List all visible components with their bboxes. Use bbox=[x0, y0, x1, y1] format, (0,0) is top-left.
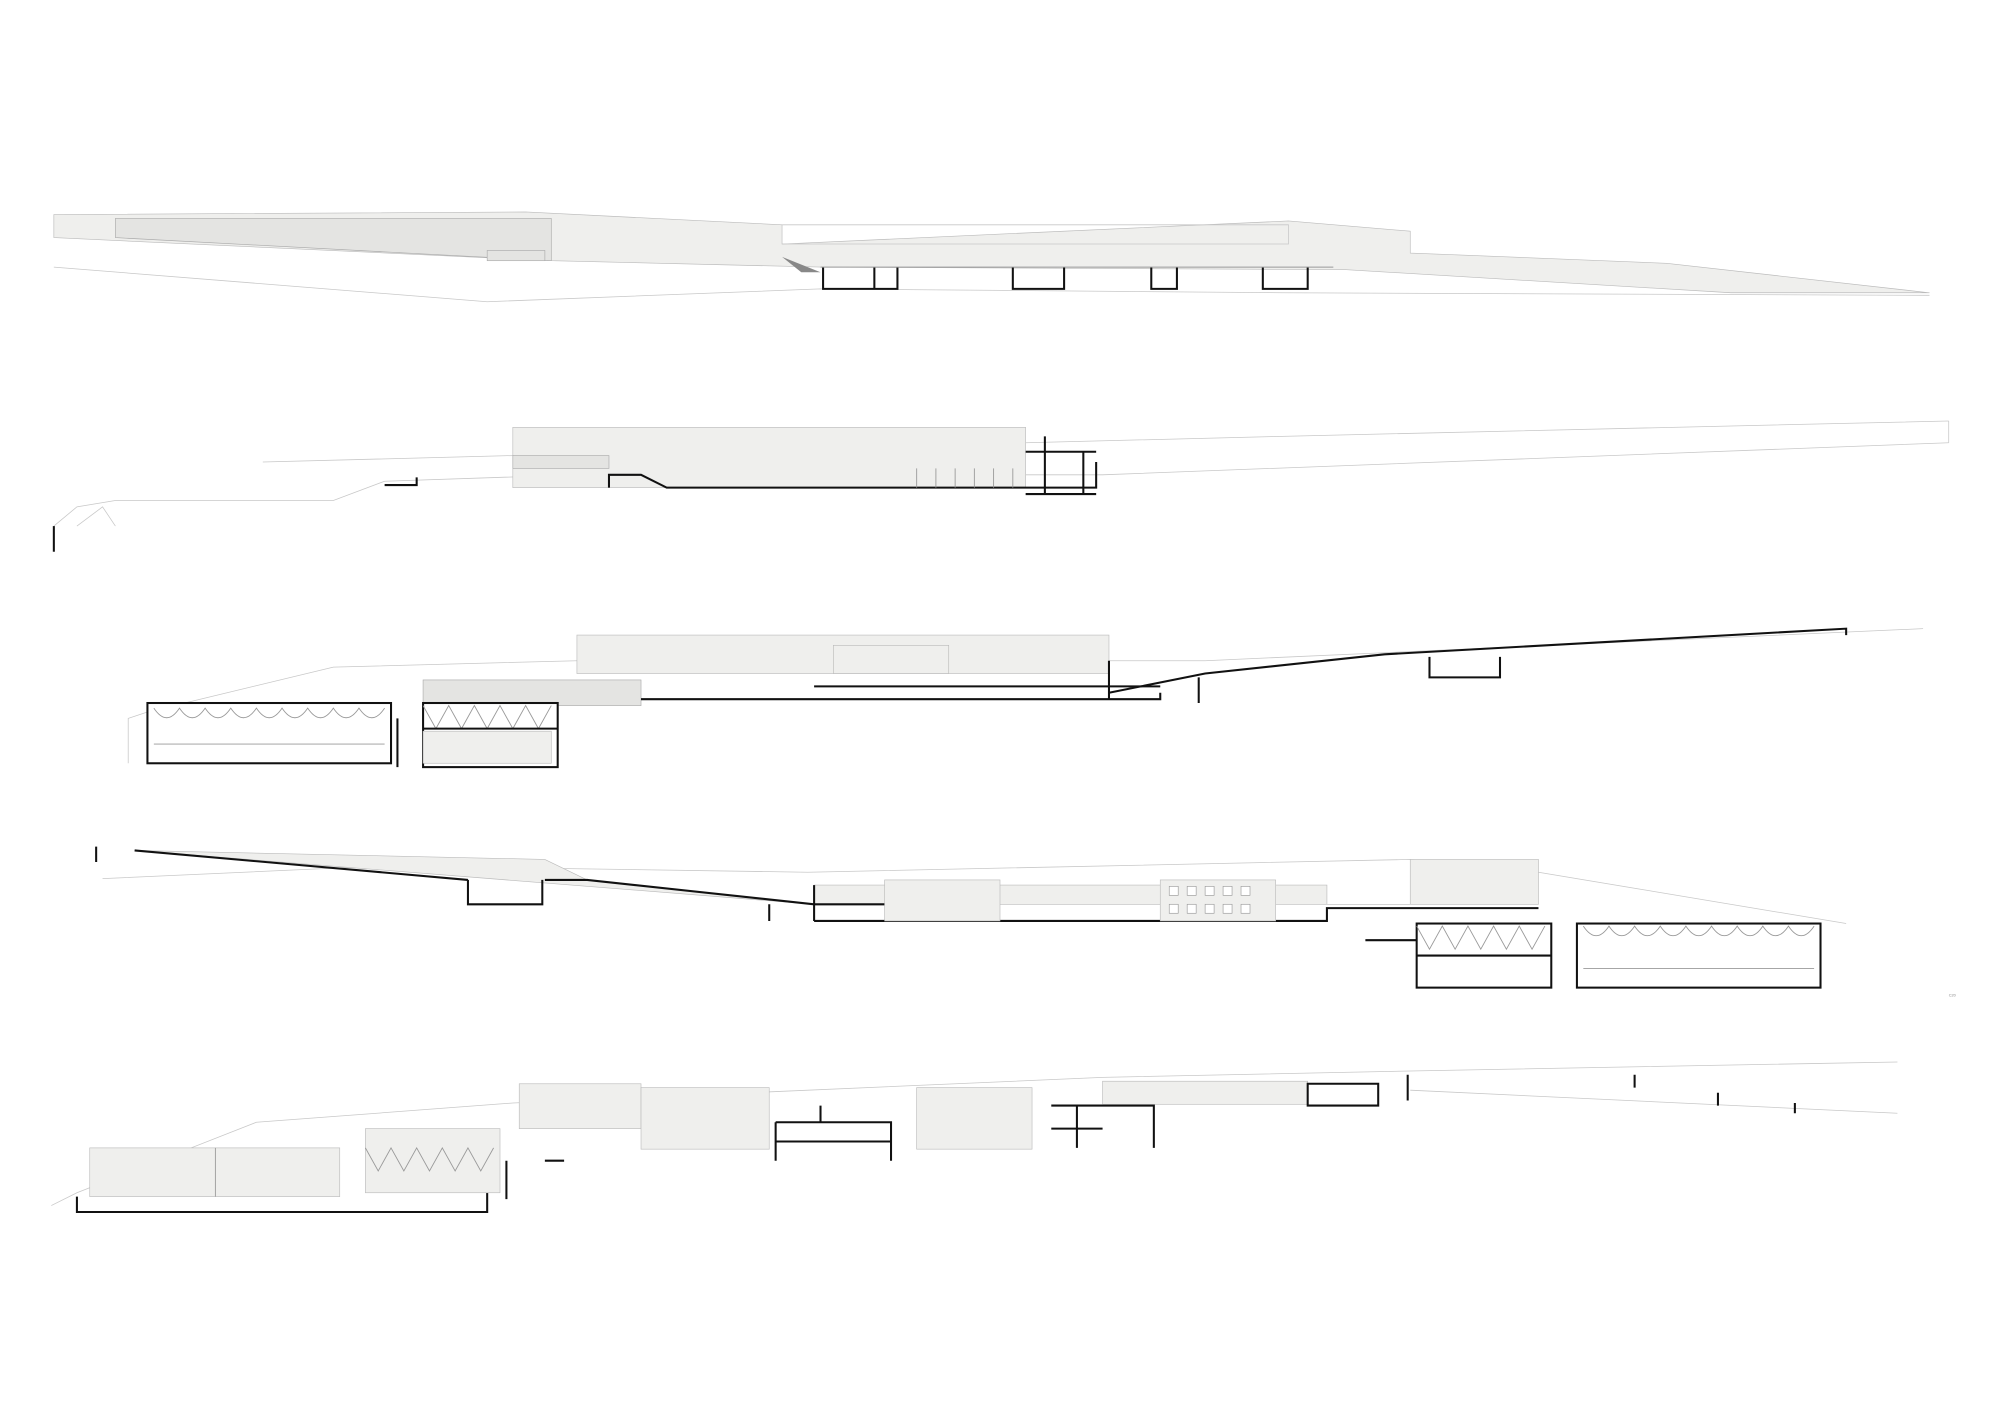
hall-zigzag bbox=[422, 701, 559, 769]
building-windows-a bbox=[884, 879, 1001, 922]
hall-zigzag bbox=[364, 1128, 501, 1194]
section-1 bbox=[53, 211, 1930, 303]
gymnasium bbox=[1575, 922, 1822, 989]
section-4: C20 bbox=[95, 846, 1956, 998]
hall-left bbox=[146, 701, 393, 765]
building-windows-b bbox=[1159, 879, 1276, 922]
section-2 bbox=[52, 420, 1950, 552]
drawing-label: C20 bbox=[1949, 994, 1956, 998]
hall-zigzag bbox=[1415, 922, 1553, 989]
section-5 bbox=[51, 1061, 1898, 1214]
section-3 bbox=[127, 627, 1924, 769]
building-windows-c bbox=[640, 1087, 1033, 1150]
